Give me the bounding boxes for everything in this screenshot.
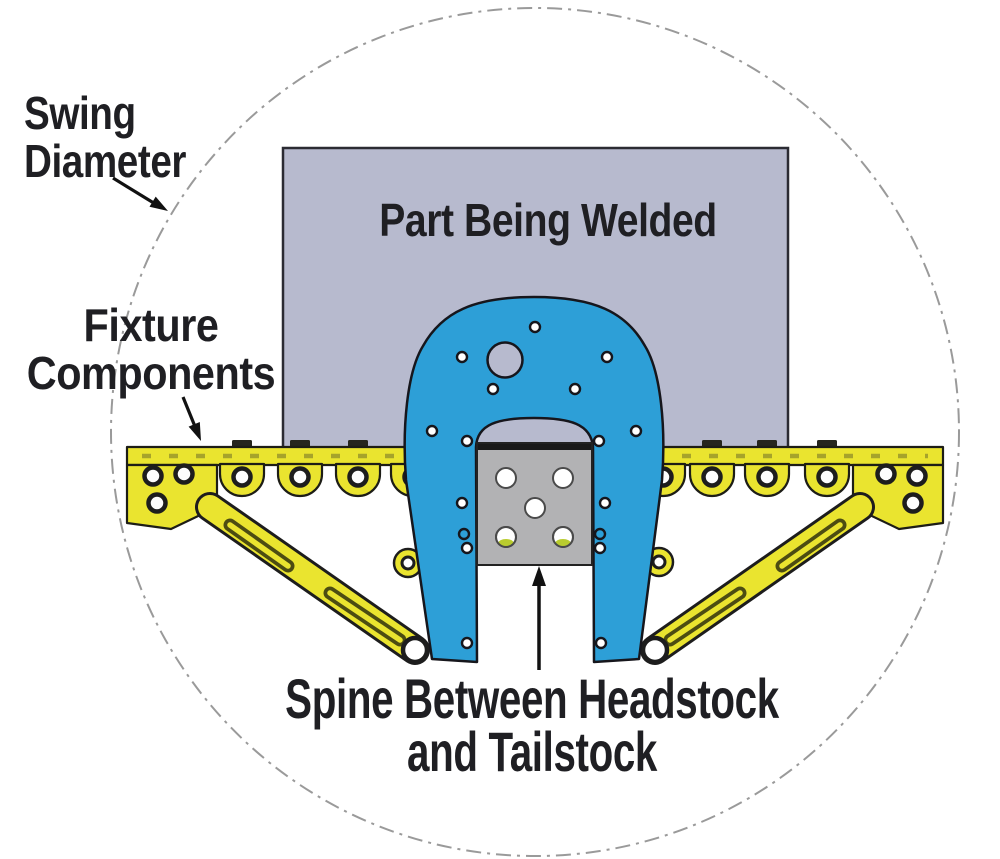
fixture-components-label-line1: Fixture [83,299,219,351]
fixture-components-group [125,440,945,665]
left-diagonal-brace [195,492,430,665]
spine-arrow [532,566,546,670]
part-being-welded-label: Part Being Welded [336,196,761,244]
headstock-plate-group [403,295,665,664]
headstock-bolt-holes [425,320,643,650]
spine-block-top-band [478,444,591,450]
spine-label-line1: Spine Between Headstock [285,667,779,730]
swing-diameter-circle [110,7,960,857]
spine-block-group [476,442,593,566]
right-diagonal-brace [640,492,875,665]
annotation-arrows [112,176,546,670]
headstock-large-hole [486,341,524,379]
left-end-bracket [125,463,219,531]
right-end-bracket [851,463,945,531]
fixture-components-arrow [181,396,201,441]
swing-diameter-label-line1: Swing [24,87,136,139]
swing-diameter-label-line2: Diameter [24,135,187,187]
part-being-welded-label-text: Part Being Welded [379,194,717,246]
swing-diameter-arrow [112,176,168,211]
headstock-plate-body [403,295,665,664]
fixture-components-label-line2: Components [26,347,276,399]
swing-diameter-label: Swing Diameter [24,89,186,185]
spine-label-line2: and Tailstock [407,720,657,783]
fixture-components-label: Fixture Components [16,301,286,397]
spine-block-holes [495,467,574,548]
spine-label: Spine Between Headstock and Tailstock [280,667,784,783]
headstock-filled-holes [457,527,607,541]
